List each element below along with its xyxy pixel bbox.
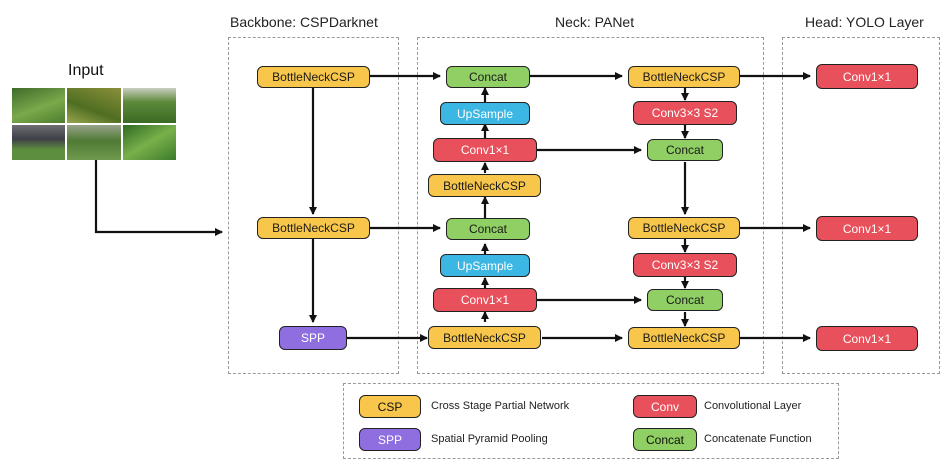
- backbone-bottleneckcsp-1: BottleNeckCSP: [257, 66, 370, 88]
- backbone-bottleneckcsp-2: BottleNeckCSP: [257, 217, 370, 239]
- head-title: Head: YOLO Layer: [805, 14, 924, 30]
- crop-field-image: [122, 125, 176, 160]
- neck-bottleneckcsp-1: BottleNeckCSP: [428, 174, 541, 197]
- legend-spp-swatch: SPP: [359, 428, 421, 451]
- legend-concat-swatch: Concat: [633, 428, 697, 451]
- neck-concat-1: Concat: [446, 66, 530, 88]
- backbone-title: Backbone: CSPDarknet: [230, 14, 378, 30]
- legend-box: [343, 383, 839, 459]
- crop-field-image: [12, 125, 66, 160]
- neck-pan-bottleneckcsp-3: BottleNeckCSP: [628, 327, 740, 349]
- crop-field-image: [12, 88, 66, 123]
- backbone-box: [228, 37, 399, 374]
- neck-bottleneckcsp-2: BottleNeckCSP: [428, 326, 541, 349]
- neck-pan-concat-1: Concat: [647, 139, 723, 161]
- crop-field-image: [67, 88, 121, 123]
- neck-title: Neck: PANet: [555, 14, 635, 30]
- neck-pan-bottleneckcsp-2: BottleNeckCSP: [628, 217, 740, 239]
- neck-upsample-2: UpSample: [440, 254, 530, 277]
- neck-conv1x1-2: Conv1×1: [433, 288, 537, 312]
- neck-box: [417, 37, 764, 374]
- head-conv1x1-2: Conv1×1: [816, 216, 918, 241]
- neck-pan-bottleneckcsp-1: BottleNeckCSP: [628, 66, 740, 88]
- legend-concat-label: Concatenate Function: [704, 433, 812, 445]
- input-image-grid: [12, 88, 176, 160]
- legend-conv-label: Convolutional Layer: [704, 400, 802, 412]
- neck-concat-2: Concat: [446, 218, 530, 240]
- neck-upsample-1: UpSample: [440, 102, 530, 125]
- crop-field-image: [122, 88, 176, 123]
- head-box: [782, 37, 940, 374]
- input-title: Input: [68, 62, 104, 79]
- legend-csp-swatch: CSP: [359, 395, 421, 418]
- legend-spp-label: Spatial Pyramid Pooling: [431, 433, 548, 445]
- neck-pan-conv3x3-s2-1: Conv3×3 S2: [633, 101, 737, 125]
- neck-conv1x1-1: Conv1×1: [433, 138, 537, 162]
- neck-pan-concat-2: Concat: [647, 289, 723, 311]
- legend-conv-swatch: Conv: [633, 395, 697, 418]
- backbone-spp: SPP: [279, 326, 347, 350]
- legend-csp-label: Cross Stage Partial Network: [431, 400, 570, 412]
- neck-pan-conv3x3-s2-2: Conv3×3 S2: [633, 253, 737, 277]
- head-conv1x1-3: Conv1×1: [816, 326, 918, 351]
- crop-field-image: [67, 125, 121, 160]
- head-conv1x1-1: Conv1×1: [816, 64, 918, 89]
